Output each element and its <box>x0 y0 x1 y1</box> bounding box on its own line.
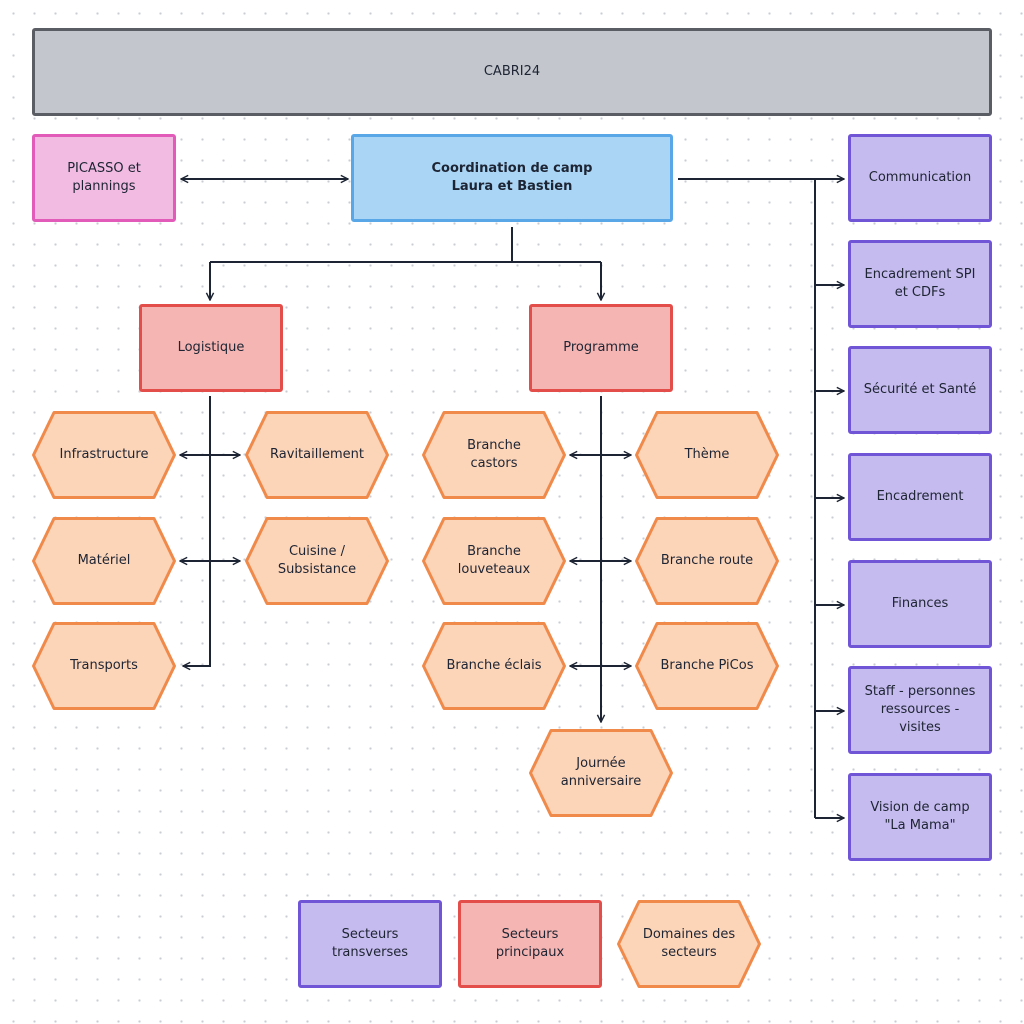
domain-label: Branche castors <box>467 438 521 471</box>
sector-programme: Programme <box>529 304 673 392</box>
domain-label: Matériel <box>77 553 131 568</box>
hexagon-shape <box>32 411 176 499</box>
hexagon-shape <box>422 517 566 605</box>
domain-label: Journée anniversaire <box>560 756 642 789</box>
sector-logistique: Logistique <box>139 304 283 392</box>
legend-principal: Secteurs principaux <box>458 900 602 988</box>
domain-label: Cuisine / Subsistance <box>277 544 357 577</box>
domain-branche-castors: Branche castors <box>422 411 566 499</box>
hexagon-shape <box>635 517 779 605</box>
hexagon-shape <box>245 411 389 499</box>
domain-label: Branche route <box>660 553 754 568</box>
domain-label: Transports <box>70 658 138 673</box>
transverse-finances: Finances <box>848 560 992 648</box>
legend-domain-label: Domaines des secteurs <box>642 927 736 960</box>
hexagon-shape <box>529 729 673 817</box>
title-banner: CABRI24 <box>32 28 992 116</box>
legend-domain: Domaines des secteurs <box>617 900 761 988</box>
transverse-staff: Staff - personnes ressources - visites <box>848 666 992 754</box>
transverse-encadrement: Encadrement <box>848 453 992 541</box>
domain-label: Ravitaillement <box>270 447 364 462</box>
domain-label: Branche louveteaux <box>457 544 531 577</box>
connector-coordination-split <box>210 227 601 263</box>
domain-branche-louveteaux: Branche louveteaux <box>422 517 566 605</box>
domain-ravitaillement: Ravitaillement <box>245 411 389 499</box>
hexagon-shape <box>617 900 761 988</box>
hexagon-shape <box>245 517 389 605</box>
coordination-box: Coordination de camp Laura et Bastien <box>351 134 673 222</box>
hexagon-shape <box>635 622 779 710</box>
hexagon-shape <box>32 517 176 605</box>
domain-infrastructure: Infrastructure <box>32 411 176 499</box>
domain-cuisine: Cuisine / Subsistance <box>245 517 389 605</box>
transverse-vision: Vision de camp "La Mama" <box>848 773 992 861</box>
hexagon-shape <box>422 411 566 499</box>
domain-branche-eclais: Branche éclais <box>422 622 566 710</box>
legend-transverse: Secteurs transverses <box>298 900 442 988</box>
domain-label: Infrastructure <box>59 447 149 462</box>
domain-label: Branche éclais <box>446 658 542 673</box>
transverse-securite-sante: Sécurité et Santé <box>848 346 992 434</box>
domain-theme: Thème <box>635 411 779 499</box>
transverse-communication: Communication <box>848 134 992 222</box>
domain-branche-picos: Branche PiCos <box>635 622 779 710</box>
domain-label: Branche PiCos <box>660 658 754 673</box>
hexagon-shape <box>32 622 176 710</box>
domain-journee-anniversaire: Journée anniversaire <box>529 729 673 817</box>
domain-materiel: Matériel <box>32 517 176 605</box>
hexagon-shape <box>422 622 566 710</box>
planning-box: PICASSO et plannings <box>32 134 176 222</box>
domain-label: Thème <box>684 447 730 462</box>
transverse-encadrement-spi: Encadrement SPI et CDFs <box>848 240 992 328</box>
hexagon-shape <box>635 411 779 499</box>
domain-branche-route: Branche route <box>635 517 779 605</box>
connector-logistique-spine <box>207 396 211 667</box>
domain-transports: Transports <box>32 622 176 710</box>
